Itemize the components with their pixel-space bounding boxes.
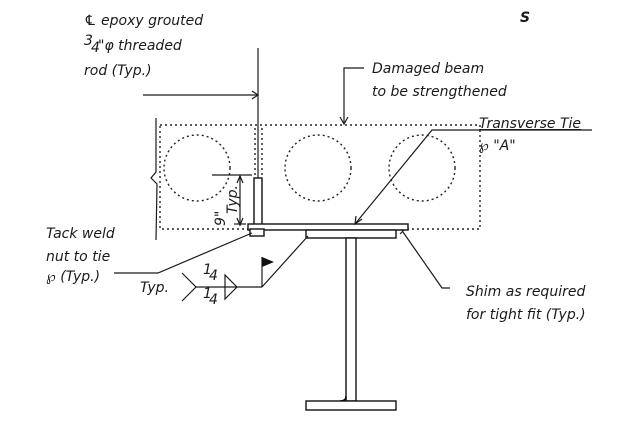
transverse-tie-label-line1: Transverse Tie <box>479 116 581 132</box>
rod-label-line1: ℄ epoxy grouted <box>84 13 203 29</box>
shim-label-line2: for tight fit (Typ.) <box>466 307 586 323</box>
shim <box>398 229 406 235</box>
dimension-9in <box>212 174 252 227</box>
tack-weld-label-line1: Tack weld <box>46 226 115 242</box>
weld-typ-label: Typ. <box>140 280 169 296</box>
weld-bot-size-den: 4 <box>209 292 218 308</box>
rod-label-fraction-den: 4 <box>91 40 100 56</box>
weld-symbol <box>181 257 274 302</box>
damaged-beam-label-line2: to be strengthened <box>372 84 507 100</box>
beam-web-opening-1 <box>163 134 231 202</box>
tack-weld-nut <box>249 228 265 237</box>
shim-label-line1: Shim as required <box>466 284 585 300</box>
weld-top-size-den: 4 <box>209 268 218 284</box>
corner-mark: S <box>520 10 530 26</box>
dimension-note: Typ. <box>225 185 241 214</box>
rod-label-fraction-num: 3 <box>84 33 93 49</box>
weld-bot-size-num: 1 <box>203 286 212 302</box>
weld-top-size-num: 1 <box>203 262 212 278</box>
leader-lines <box>114 67 592 289</box>
beam-web-opening-2 <box>284 134 352 202</box>
rod-label-line2: "φ threaded <box>98 38 182 54</box>
damaged-beam <box>150 118 481 241</box>
tack-weld-label-line3: ℘ (Typ.) <box>46 269 100 285</box>
break-line <box>150 118 158 241</box>
threaded-rod <box>253 48 263 227</box>
damaged-beam-label-line1: Damaged beam <box>372 61 484 77</box>
transverse-tie-plate <box>247 223 409 231</box>
damaged-beam-outline <box>159 124 481 230</box>
tack-weld-label-line2: nut to tie <box>46 249 110 265</box>
transverse-tie-label-line2: ℘ "A" <box>479 138 516 154</box>
beam-web-opening-3 <box>388 134 456 202</box>
dimension-value: 9" <box>213 211 229 226</box>
strengthening-i-beam <box>305 229 397 411</box>
field-weld-flag <box>262 257 274 267</box>
rod-label-line3: rod (Typ.) <box>84 63 152 79</box>
